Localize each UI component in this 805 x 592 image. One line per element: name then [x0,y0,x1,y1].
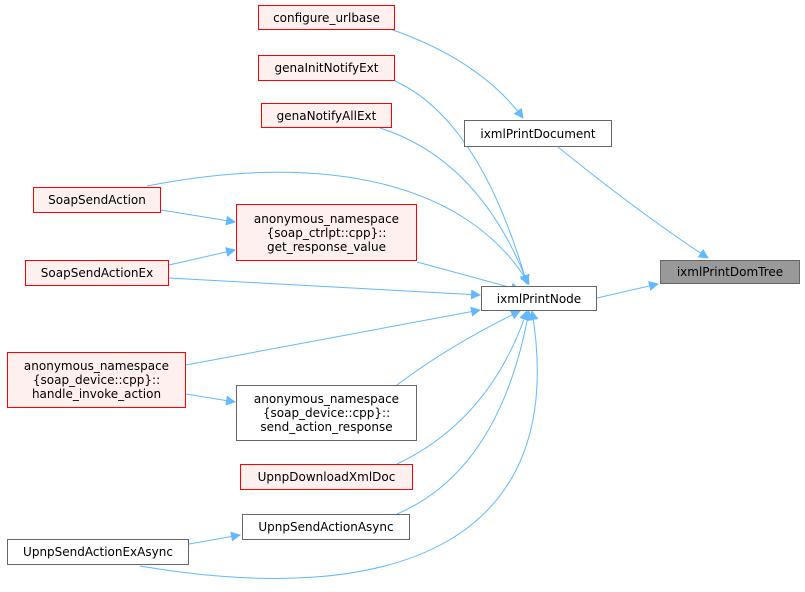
edge-asyncex-to-printnode [139,310,539,579]
edge-printdoc-to-target [557,146,709,259]
edge-getresp-to-printnode [416,261,521,293]
node-label-line: ixmlPrintDocument [480,126,596,141]
node-label-line: get_response_value [267,239,386,254]
node-label-line: SoapSendActionEx [40,266,154,280]
edge-soapsendex-to-printnode [168,277,481,300]
edge-asyncex-to-async [188,531,241,545]
node-label-line: anonymous_namespace [23,359,170,373]
edge-soapsend-to-printnode [146,171,530,285]
node-printdoc[interactable]: ixmlPrintDocument [464,120,612,147]
node-getresp[interactable]: anonymous_namespace{soap_ctrlpt::cpp}::g… [236,204,417,261]
edge-handleinvoke-to-printnode [185,306,481,366]
node-label-line: ixmlPrintNode [496,291,582,306]
node-label-line: genaInitNotifyExt [274,61,379,75]
node-sendresp[interactable]: anonymous_namespace{soap_device::cpp}::s… [236,385,417,441]
node-printnode[interactable]: ixmlPrintNode [481,286,597,311]
node-label-line: anonymous_namespace [253,211,400,226]
node-asyncex[interactable]: UpnpSendActionExAsync [7,539,189,565]
node-async[interactable]: UpnpSendActionAsync [242,514,410,540]
node-soapsend[interactable]: SoapSendAction [33,187,161,213]
node-label-line: anonymous_namespace [253,392,400,406]
node-label-line: UpnpSendActionAsync [258,520,394,534]
node-label-line: SoapSendAction [48,193,146,207]
node-label-line: send_action_response [260,420,393,434]
edge-sendresp-to-printnode [396,310,521,386]
node-download[interactable]: UpnpDownloadXmlDoc [240,464,413,490]
node-genainit[interactable]: genaInitNotifyExt [258,55,395,81]
node-label-line: ixmlPrintDomTree [676,265,784,279]
edge-soapsend-to-getresp [160,209,236,226]
node-label-line: genaNotifyAllExt [276,108,377,123]
node-target[interactable]: ixmlPrintDomTree [660,260,800,284]
node-genanotify[interactable]: genaNotifyAllExt [261,103,392,128]
edge-soapsendex-to-getresp [168,247,236,266]
node-label-line: handle_invoke_action [31,387,162,401]
edge-urlbase-to-printdoc [389,28,524,119]
node-label-line: {soap_ctrlpt::cpp}:: [266,225,387,240]
node-label-line: UpnpDownloadXmlDoc [257,470,396,484]
edge-handleinvoke-to-sendresp [185,393,236,406]
node-urlbase[interactable]: configure_urlbase [258,5,395,30]
edge-genanotify-to-printnode [379,127,530,285]
node-soapsendex[interactable]: SoapSendActionEx [25,260,169,286]
edge-genainit-to-printnode [394,80,530,285]
node-label-line: {soap_device::cpp}:: [262,406,391,420]
node-label-line: UpnpSendActionExAsync [23,545,173,559]
edge-printnode-to-target [596,281,659,299]
edge-download-to-printnode [396,310,529,465]
node-label-line: {soap_device::cpp}:: [32,373,161,387]
node-handleinvoke[interactable]: anonymous_namespace{soap_device::cpp}::h… [7,352,186,408]
node-label-line: configure_urlbase [273,10,380,25]
edge-async-to-printnode [396,310,533,515]
